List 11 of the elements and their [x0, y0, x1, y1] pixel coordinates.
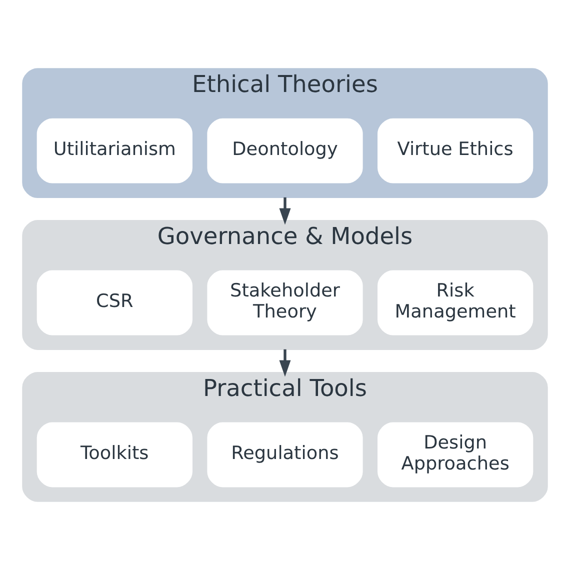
node-box: Utilitarianism — [36, 118, 192, 184]
node-box: Virtue Ethics — [378, 118, 534, 184]
arrow — [279, 197, 291, 225]
node-box: Toolkits — [36, 422, 192, 488]
node-box: Stakeholder Theory — [207, 270, 363, 336]
node-box: Design Approaches — [378, 422, 534, 488]
node-box: Regulations — [207, 422, 363, 488]
node-box: Risk Management — [378, 270, 534, 336]
node-box: Deontology — [207, 118, 363, 184]
node-box: CSR — [36, 270, 192, 336]
arrow — [279, 349, 291, 377]
